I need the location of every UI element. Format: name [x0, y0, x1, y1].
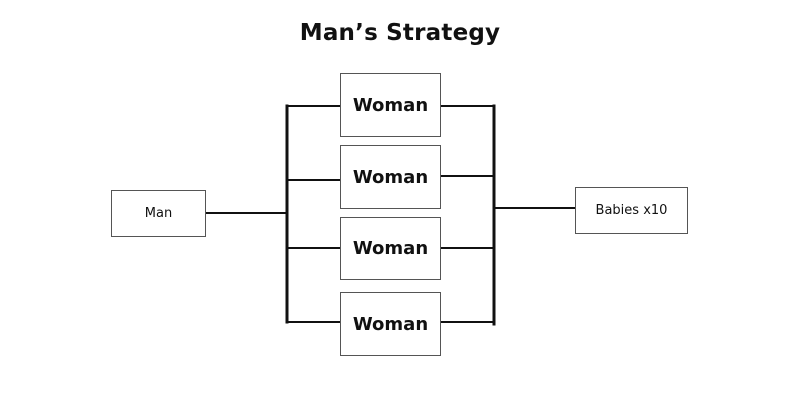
node-woman-4: Woman: [340, 292, 441, 356]
node-man-label: Man: [144, 206, 173, 221]
node-babies: Babies x10: [575, 187, 688, 234]
node-woman-4-label: Woman: [352, 313, 429, 335]
node-woman-1-label: Woman: [352, 94, 429, 116]
diagram-title: Man’s Strategy: [299, 20, 501, 46]
node-woman-3-label: Woman: [352, 238, 429, 259]
node-babies-label: Babies x10: [595, 203, 668, 218]
node-man: Man: [111, 190, 206, 237]
node-woman-2-label: Woman: [352, 166, 429, 188]
node-woman-3: Woman: [340, 217, 441, 280]
node-woman-1: Woman: [340, 73, 441, 137]
node-woman-2: Woman: [340, 145, 441, 209]
